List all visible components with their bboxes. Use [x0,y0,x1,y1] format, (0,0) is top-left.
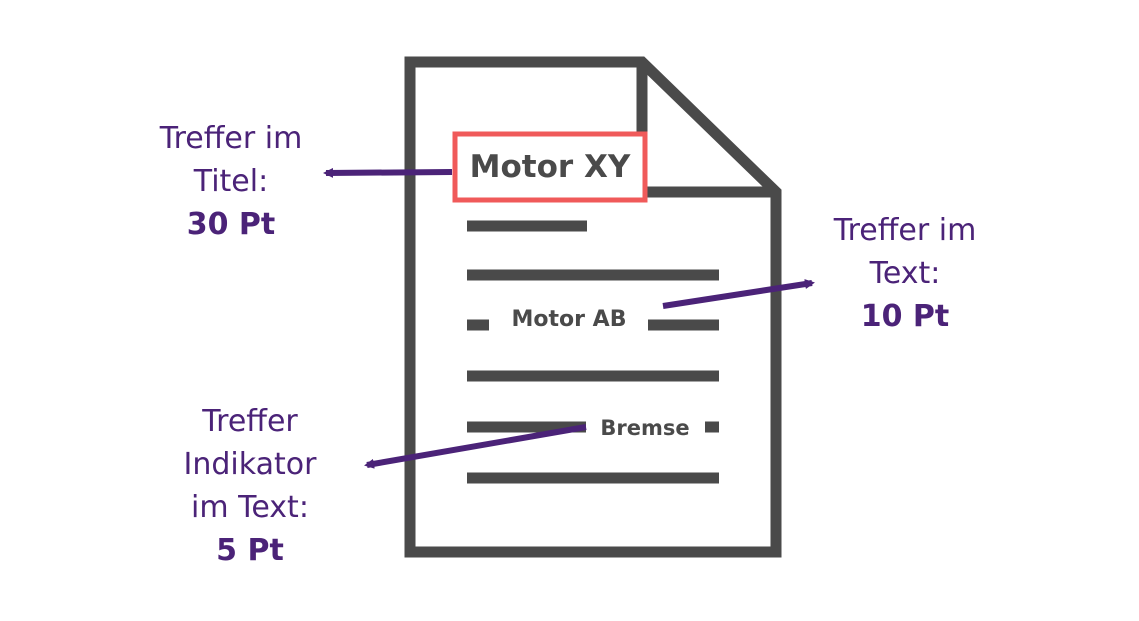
indicator-hit-score: 5 Pt [216,533,284,568]
indicator-hit-line2: Indikator [183,447,317,482]
text-hit-line2: Text: [869,256,941,291]
title-hit-line1: Treffer im [159,121,303,156]
text-hit-arrow [662,279,815,309]
indicator-hit-line1: Treffer [202,404,298,439]
text-hit-score: 10 Pt [860,299,950,334]
indicator-hit-label: Treffer Indikator im Text: 5 Pt [150,400,350,572]
title-hit-score: 30 Pt [186,207,276,242]
title-highlight-box [452,131,648,203]
title-hit-arrow [323,167,453,178]
title-hit-label: Treffer im Titel: 30 Pt [138,117,324,246]
title-hit-line2: Titel: [193,164,269,199]
title-term: Motor XY [469,149,631,185]
indicator-term: Bremse [600,416,690,440]
indicator-hit-arrow [364,424,587,469]
text-hit-line1: Treffer im [833,213,977,248]
document-outline [404,56,782,558]
text-hit-label: Treffer im Text: 10 Pt [808,209,1002,338]
indicator-hit-line3: im Text: [191,490,309,525]
text-term: Motor AB [511,307,627,332]
